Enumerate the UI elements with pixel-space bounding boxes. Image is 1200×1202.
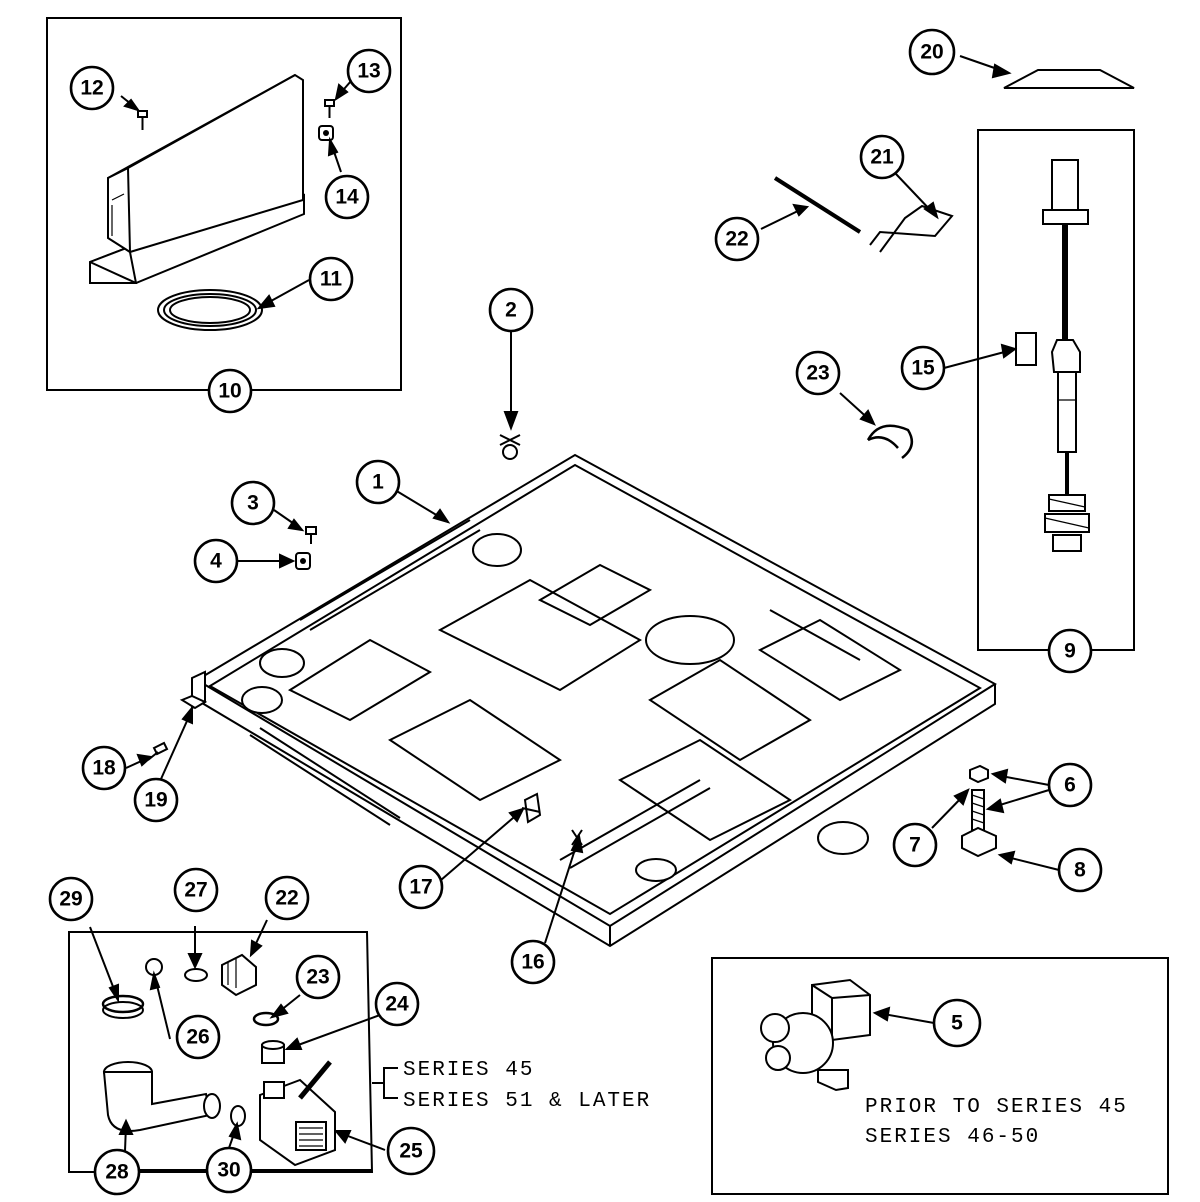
svg-text:14: 14 bbox=[335, 186, 359, 209]
svg-text:9: 9 bbox=[1064, 640, 1076, 663]
svg-text:15: 15 bbox=[911, 357, 935, 380]
callout-23-top: 23 bbox=[795, 350, 841, 396]
callout-19: 19 bbox=[133, 777, 179, 823]
callout-17: 17 bbox=[398, 864, 444, 910]
part-9-shaft-assembly bbox=[1015, 159, 1090, 552]
part-3-screw bbox=[305, 526, 317, 544]
callout-15: 15 bbox=[900, 345, 946, 391]
callout-22-drain: 22 bbox=[264, 875, 310, 921]
svg-text:10: 10 bbox=[218, 380, 241, 403]
callout-12: 12 bbox=[69, 65, 115, 111]
callout-5: 5 bbox=[932, 998, 982, 1048]
callout-22-top: 22 bbox=[714, 216, 760, 262]
series-bracket bbox=[372, 1067, 398, 1099]
callout-14: 14 bbox=[324, 174, 370, 220]
svg-text:23: 23 bbox=[306, 966, 329, 989]
svg-text:27: 27 bbox=[184, 879, 207, 902]
part-28-elbow bbox=[102, 1061, 221, 1132]
svg-text:18: 18 bbox=[92, 757, 116, 780]
callout-6: 6 bbox=[1047, 762, 1093, 808]
series-45-note: SERIES 45 bbox=[403, 1059, 534, 1082]
svg-text:13: 13 bbox=[357, 60, 380, 83]
callout-8: 8 bbox=[1057, 847, 1103, 893]
callout-2: 2 bbox=[488, 287, 534, 333]
svg-text:8: 8 bbox=[1074, 859, 1086, 882]
callout-29: 29 bbox=[48, 876, 94, 922]
svg-text:19: 19 bbox=[144, 789, 167, 812]
callout-27: 27 bbox=[173, 867, 219, 913]
callout-3: 3 bbox=[230, 480, 276, 526]
svg-text:12: 12 bbox=[80, 77, 103, 100]
part-25-valve bbox=[259, 1060, 336, 1167]
svg-text:17: 17 bbox=[409, 876, 432, 899]
callout-13: 13 bbox=[346, 48, 392, 94]
callout-20: 20 bbox=[908, 28, 956, 76]
prior-series-45-note: PRIOR TO SERIES 45 bbox=[865, 1096, 1128, 1119]
callout-9: 9 bbox=[1047, 628, 1093, 674]
part-29-clamp bbox=[101, 994, 145, 1019]
svg-text:3: 3 bbox=[247, 492, 259, 515]
leader-lines bbox=[89, 55, 1060, 1171]
svg-text:24: 24 bbox=[385, 993, 409, 1016]
svg-text:1: 1 bbox=[372, 471, 384, 494]
part-5-pump bbox=[760, 978, 871, 1092]
callout-1: 1 bbox=[355, 459, 401, 505]
svg-text:28: 28 bbox=[105, 1161, 129, 1184]
svg-text:20: 20 bbox=[920, 41, 943, 64]
part-27-washer bbox=[184, 968, 208, 982]
part-1-base-pan bbox=[195, 453, 997, 948]
svg-text:29: 29 bbox=[59, 888, 82, 911]
svg-text:11: 11 bbox=[320, 268, 343, 291]
callout-26: 26 bbox=[175, 1014, 221, 1060]
part-22-rod bbox=[773, 176, 862, 234]
callout-21: 21 bbox=[859, 134, 905, 180]
part-17-bracket bbox=[521, 792, 542, 824]
part-21-spring bbox=[869, 204, 954, 253]
group-box-5 bbox=[711, 957, 1169, 1195]
svg-text:16: 16 bbox=[521, 951, 544, 974]
svg-text:25: 25 bbox=[399, 1140, 423, 1163]
svg-text:26: 26 bbox=[186, 1026, 209, 1049]
callout-30: 30 bbox=[205, 1146, 253, 1194]
svg-text:22: 22 bbox=[275, 887, 298, 910]
part-20 bbox=[1003, 69, 1135, 89]
part-19-bracket bbox=[179, 670, 208, 710]
callout-25: 25 bbox=[386, 1126, 436, 1176]
svg-text:4: 4 bbox=[210, 550, 222, 573]
part-2-clip bbox=[499, 434, 521, 460]
callout-10: 10 bbox=[207, 368, 253, 414]
svg-text:7: 7 bbox=[909, 834, 921, 857]
part-23-ring bbox=[252, 1011, 280, 1027]
callout-7: 7 bbox=[892, 822, 938, 868]
series-46-50-note: SERIES 46-50 bbox=[865, 1126, 1040, 1149]
svg-text:23: 23 bbox=[806, 362, 829, 385]
part-30-ring bbox=[230, 1105, 246, 1127]
callout-18: 18 bbox=[81, 745, 127, 791]
svg-text:6: 6 bbox=[1064, 774, 1076, 797]
part-10-assembly bbox=[89, 73, 335, 331]
svg-text:21: 21 bbox=[870, 146, 894, 169]
callout-4: 4 bbox=[193, 538, 239, 584]
callout-23-drain: 23 bbox=[295, 954, 341, 1000]
callout-11: 11 bbox=[308, 256, 354, 302]
callout-28: 28 bbox=[93, 1148, 141, 1196]
svg-text:5: 5 bbox=[951, 1012, 963, 1035]
series-51-later-note: SERIES 51 & LATER bbox=[403, 1090, 651, 1113]
callout-16: 16 bbox=[510, 939, 556, 985]
group-box-drain bbox=[68, 931, 374, 1173]
part-23-clip bbox=[866, 424, 914, 459]
part-22-bracket bbox=[221, 953, 257, 997]
part-6-7-8-leveling-foot bbox=[961, 764, 997, 858]
part-4-clip bbox=[295, 552, 311, 570]
part-24-sleeve bbox=[261, 1040, 285, 1064]
svg-text:30: 30 bbox=[217, 1159, 240, 1182]
svg-text:22: 22 bbox=[725, 228, 748, 251]
callout-24: 24 bbox=[374, 981, 420, 1027]
svg-text:2: 2 bbox=[505, 299, 517, 322]
